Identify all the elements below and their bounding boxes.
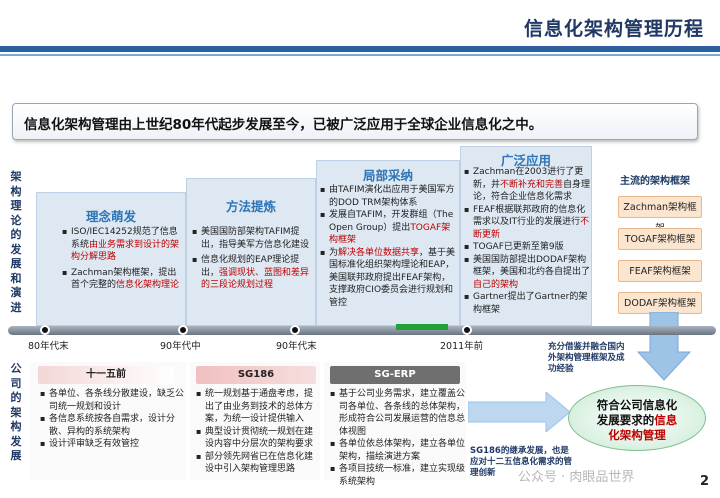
company-stage-title: 十一五前: [38, 366, 174, 384]
title-divider-thin: [0, 54, 720, 56]
note-bottom: SG186的继承发展，也是应对十二五信息化需求的管理创新: [470, 446, 573, 478]
right-arrow-icon: [468, 392, 571, 432]
timeline-marker: [178, 325, 188, 335]
list-item: 各单位依总体架构，建立各单位架构，描绘演进方案: [330, 438, 466, 463]
framework-feaf: FEAF架构框架: [618, 260, 702, 282]
framework-togaf: TOGAF架构框架: [618, 228, 702, 250]
list-item: Gartner提出了Gartner的架构框架: [464, 291, 592, 316]
goal-oval: 符合公司信息化 发展要求的信息 化架构管理: [568, 385, 706, 451]
list-item: 基于公司业务需求，建立覆盖公司各单位、各条线的总体架构，形成符合公司发展运营的信…: [330, 388, 466, 438]
goal-text: 符合公司信息化 发展要求的信息 化架构管理: [596, 398, 678, 442]
side-label-company: 公司的架构发展: [10, 362, 22, 462]
list-item: 典型设计贯彻统一规划在建设内容中分层次的架构要求: [196, 426, 320, 451]
framework-zachman: Zachman架构框架: [618, 196, 702, 234]
phase-title-2: 方法提炼: [225, 199, 276, 214]
timeline-marker: [40, 325, 50, 335]
list-item: 设计评审缺乏有效管控: [40, 438, 184, 451]
list-item: FEAF根据联邦政府的信息化需求以及IT行业的发展进行不断更新: [464, 204, 592, 242]
timeline-highlight: [396, 324, 448, 330]
timeline-label: 90年代中: [160, 341, 201, 352]
note-right: 充分借鉴并融合国内外架构管理框架及成功经验: [548, 342, 625, 374]
timeline-label: 90年代末: [276, 341, 317, 352]
list-item: 各项目技统一标准，建立实现级系统架构: [330, 463, 466, 488]
page-title: 信息化架构管理历程: [523, 18, 704, 40]
phase-list-2: 美国国防部架构TAFIM提出，指导美军方信息化建设 信息化规划的EAP理论提出，…: [192, 226, 312, 292]
framework-dodaf: DODAF架构框架: [618, 292, 702, 314]
list-item: 统一规划基于通盘考虑，提出了由业务到技术的总体方案，为统一设计提供输入: [196, 388, 320, 426]
phase-list-4: Zachman在2003进行了更新，并不断补充和完善自身理论，符合企业信息化需求…: [464, 166, 592, 316]
phase-title-3: 局部采纳: [362, 168, 413, 183]
list-item: Zachman在2003进行了更新，并不断补充和完善自身理论，符合企业信息化需求: [464, 166, 592, 204]
list-item: 美国国防部提出DODAF架构框架，美国和北约各自提出了自己的架构: [464, 254, 592, 292]
company-list-3: 基于公司业务需求，建立覆盖公司各单位、各条线的总体架构，形成符合公司发展运营的信…: [330, 388, 466, 488]
timeline-marker: [462, 325, 472, 335]
subtitle-box: [12, 103, 698, 140]
phase-title-4: 广泛应用: [500, 153, 551, 168]
phase-list-3: 由TAFIM演化出应用于美国军方的DOD TRM架构体系 发展自TAFIM，开发…: [320, 184, 458, 309]
list-item: 信息化规划的EAP理论提出，强调现状、蓝图和差异的三段论规划过程: [192, 254, 312, 292]
list-item: TOGAF已更新至第9版: [464, 241, 592, 254]
phase-list-1: ISO/IEC14252规范了信息系统由业务需求到设计的架构分解思路 Zachm…: [62, 226, 182, 292]
list-item: 由TAFIM演化出应用于美国军方的DOD TRM架构体系: [320, 184, 458, 209]
page-number: 2: [700, 474, 710, 489]
list-item: 部分领先网省已在信息化建设中引入架构管理思路: [196, 451, 320, 476]
list-item: ISO/IEC14252规范了信息系统由业务需求到设计的架构分解思路: [62, 226, 182, 264]
timeline-bar: [8, 326, 716, 335]
timeline-label: 80年代末: [28, 341, 69, 352]
list-item: 各信息系统按各自需求，设计分散、异构的系统架构: [40, 413, 184, 438]
company-stage-title: SG-ERP: [330, 366, 460, 384]
phase-title-1: 理念萌发: [85, 209, 136, 224]
down-arrow-icon: [636, 312, 692, 381]
timeline-marker: [290, 325, 300, 335]
company-list-1: 各单位、各条线分散建设，缺乏公司统一规划和设计 各信息系统按各自需求，设计分散、…: [40, 388, 184, 451]
timeline-label: 2011年前: [440, 341, 484, 352]
company-list-2: 统一规划基于通盘考虑，提出了由业务到技术的总体方案，为统一设计提供输入 典型设计…: [196, 388, 320, 476]
company-stage-title: SG186: [196, 366, 316, 384]
frameworks-title: 主流的架构框架: [620, 176, 690, 187]
subtitle: 信息化架构管理由上世纪80年代起步发展至今，已被广泛应用于全球企业信息化之中。: [24, 117, 543, 133]
phase-panel-2: [186, 178, 316, 326]
side-label-theory: 架构理论的发展和演进: [10, 170, 22, 314]
list-item: 美国国防部架构TAFIM提出，指导美军方信息化建设: [192, 226, 312, 251]
list-item: 各单位、各条线分散建设，缺乏公司统一规划和设计: [40, 388, 184, 413]
list-item: 发展自TAFIM，开发群组（The Open Group）提出TOGAF架构框架: [320, 209, 458, 247]
watermark: 公众号 · 肉眼品世界: [518, 470, 635, 485]
list-item: 为解决各单位数据共享，基于美国标准化组织架构理论和EAP，美国联邦政府提出FEA…: [320, 247, 458, 310]
title-divider: [0, 46, 720, 52]
list-item: Zachman架构框架，提出首个完整的信息化架构理论: [62, 267, 182, 292]
